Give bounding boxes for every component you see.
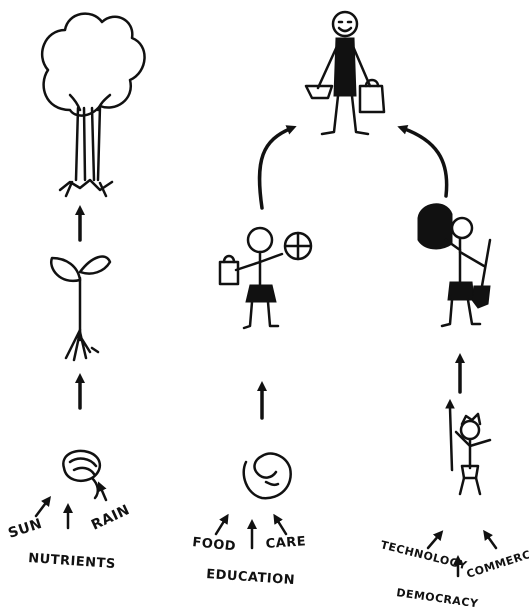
baby [242, 452, 292, 500]
tree [40, 12, 146, 198]
label-rain: RAIN [89, 502, 133, 534]
arrow-care [273, 513, 288, 536]
arrow-worker-to-adult [397, 124, 449, 198]
worker-figure [417, 203, 492, 328]
primitive-figure [445, 398, 492, 496]
label-education: EDUCATION [206, 567, 296, 588]
seed [62, 449, 101, 500]
arrow-child-to-adult [257, 125, 297, 210]
arrow-sun [34, 496, 51, 518]
label-sun: SUN [6, 516, 44, 542]
label-democracy: DEMOCRACY [396, 586, 480, 608]
label-nutrients: NUTRIENTS [28, 551, 116, 572]
sprout [49, 255, 112, 362]
label-commerce: COMMERCE [465, 545, 529, 581]
child-figure [218, 226, 313, 330]
label-technology: TECHNOLOGY [379, 538, 469, 572]
arrow-food [214, 513, 229, 536]
arrow-rain [97, 481, 108, 502]
arrow-commerce [483, 529, 498, 550]
prosperous-adult [304, 10, 386, 136]
arrow-technology [426, 530, 444, 550]
label-food: FOOD [192, 535, 237, 554]
label-care: CARE [265, 534, 306, 552]
